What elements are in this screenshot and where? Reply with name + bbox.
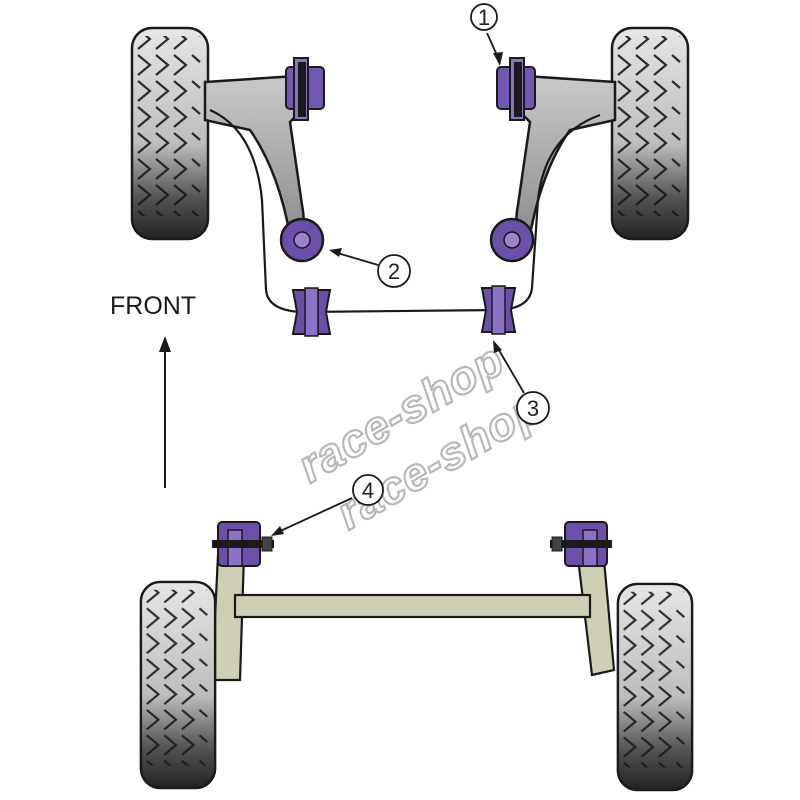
front-left-rear-bushing (279, 217, 325, 263)
callout-2: 2 (329, 248, 411, 288)
rear-left-bushing (212, 521, 274, 567)
callout-4: 4 (271, 474, 384, 536)
rear-left-tyre (139, 580, 217, 790)
rear-right-bushing (550, 521, 612, 567)
callout-3-number: 3 (527, 396, 539, 421)
rear-twist-beam (210, 553, 616, 682)
callout-1-number: 1 (478, 5, 490, 30)
front-left-tyre (130, 26, 210, 241)
callout-2-number: 2 (388, 259, 400, 284)
callout-1: 1 (470, 3, 503, 66)
anti-roll-bar-left-bushing (291, 287, 332, 337)
front-left-front-bushing (285, 57, 325, 121)
anti-roll-bar (209, 108, 601, 314)
callout-4-number: 4 (362, 478, 374, 503)
anti-roll-bar-right-bushing (480, 285, 517, 335)
front-right-front-bushing (496, 57, 536, 121)
watermark: race-shop race-shop (288, 332, 553, 541)
callout-3: 3 (493, 340, 550, 425)
front-label: FRONT (110, 292, 196, 320)
front-right-tyre (610, 26, 690, 241)
front-right-rear-bushing (489, 217, 535, 263)
front-direction-arrow (159, 336, 171, 488)
rear-right-tyre (616, 582, 694, 792)
